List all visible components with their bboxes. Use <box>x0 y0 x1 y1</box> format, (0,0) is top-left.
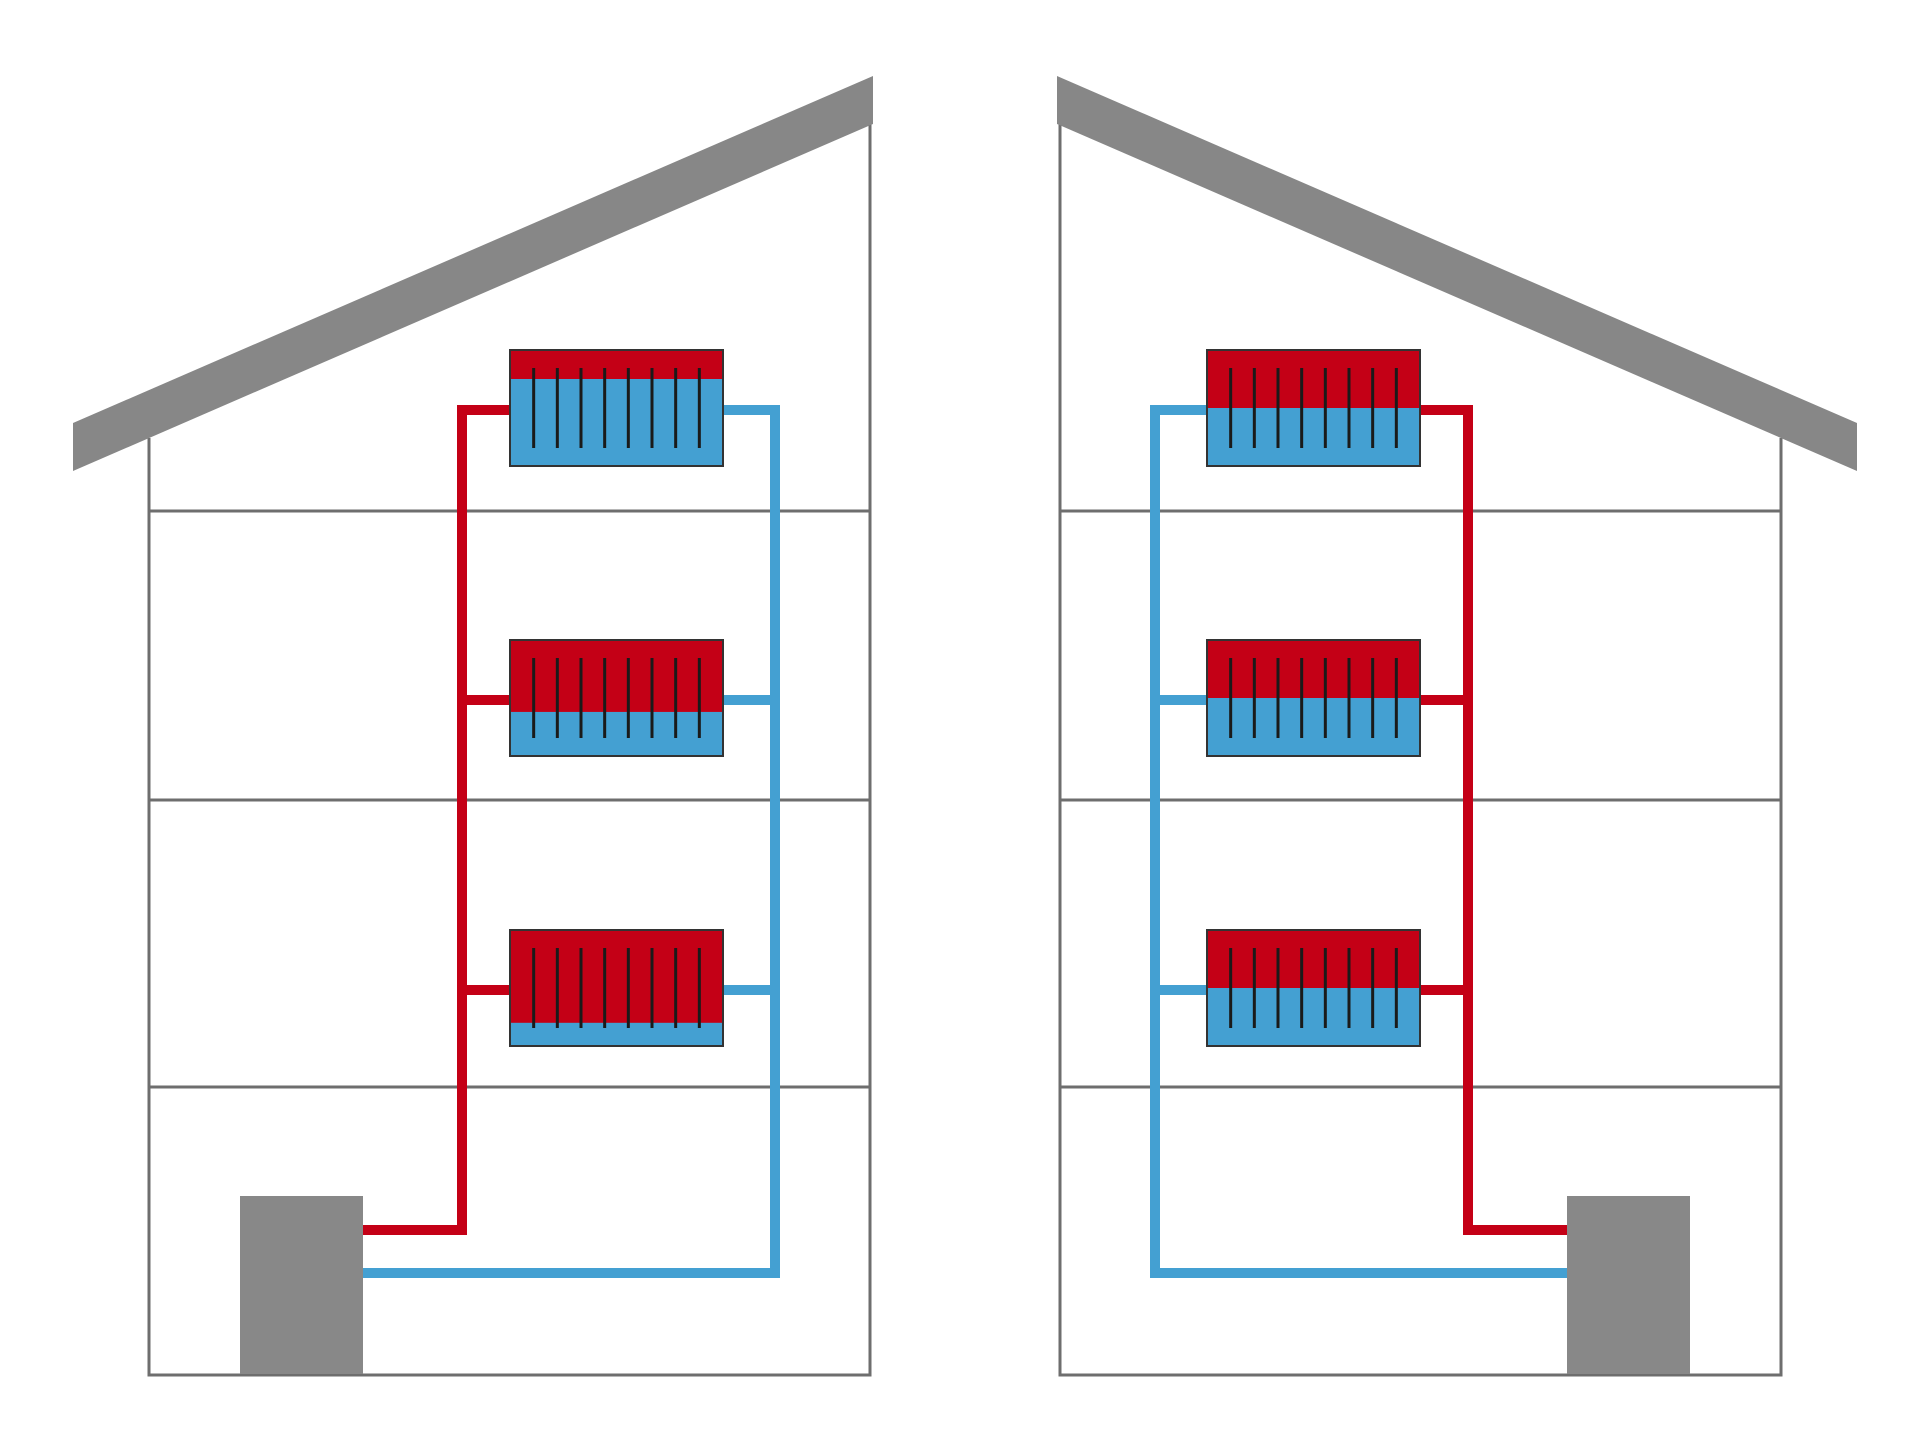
supply-riser-pipe <box>1420 405 1567 1235</box>
house-right-outline <box>1058 124 1783 1377</box>
supply-riser-pipe <box>363 405 510 1235</box>
radiator-outline <box>509 349 724 467</box>
radiator-outline <box>1206 639 1421 757</box>
radiator-bottom <box>509 929 724 1047</box>
radiator-outline <box>1206 929 1421 1047</box>
radiator-outline <box>1206 349 1421 467</box>
radiator-hot-section <box>1207 350 1420 408</box>
radiator-bottom <box>1206 929 1421 1047</box>
boiler <box>1567 1196 1690 1374</box>
radiator-top <box>509 349 724 467</box>
radiator-top <box>1206 349 1421 467</box>
radiator-middle <box>1206 639 1421 757</box>
radiator-outline <box>509 639 724 757</box>
radiator-hot-section <box>510 640 723 712</box>
roof <box>1057 76 1857 471</box>
house-left-outline <box>147 124 872 1377</box>
house-right <box>1057 76 1857 1377</box>
house-left <box>73 76 873 1377</box>
roof <box>73 76 873 471</box>
radiator-middle <box>509 639 724 757</box>
radiator-hot-section <box>1207 640 1420 698</box>
return-riser-pipe <box>363 405 780 1278</box>
radiator-hot-section <box>1207 930 1420 988</box>
return-riser-pipe <box>1150 405 1567 1278</box>
radiator-hot-section <box>510 350 723 379</box>
radiator-outline <box>509 929 724 1047</box>
radiator-hot-section <box>510 930 723 1023</box>
boiler <box>240 1196 363 1374</box>
